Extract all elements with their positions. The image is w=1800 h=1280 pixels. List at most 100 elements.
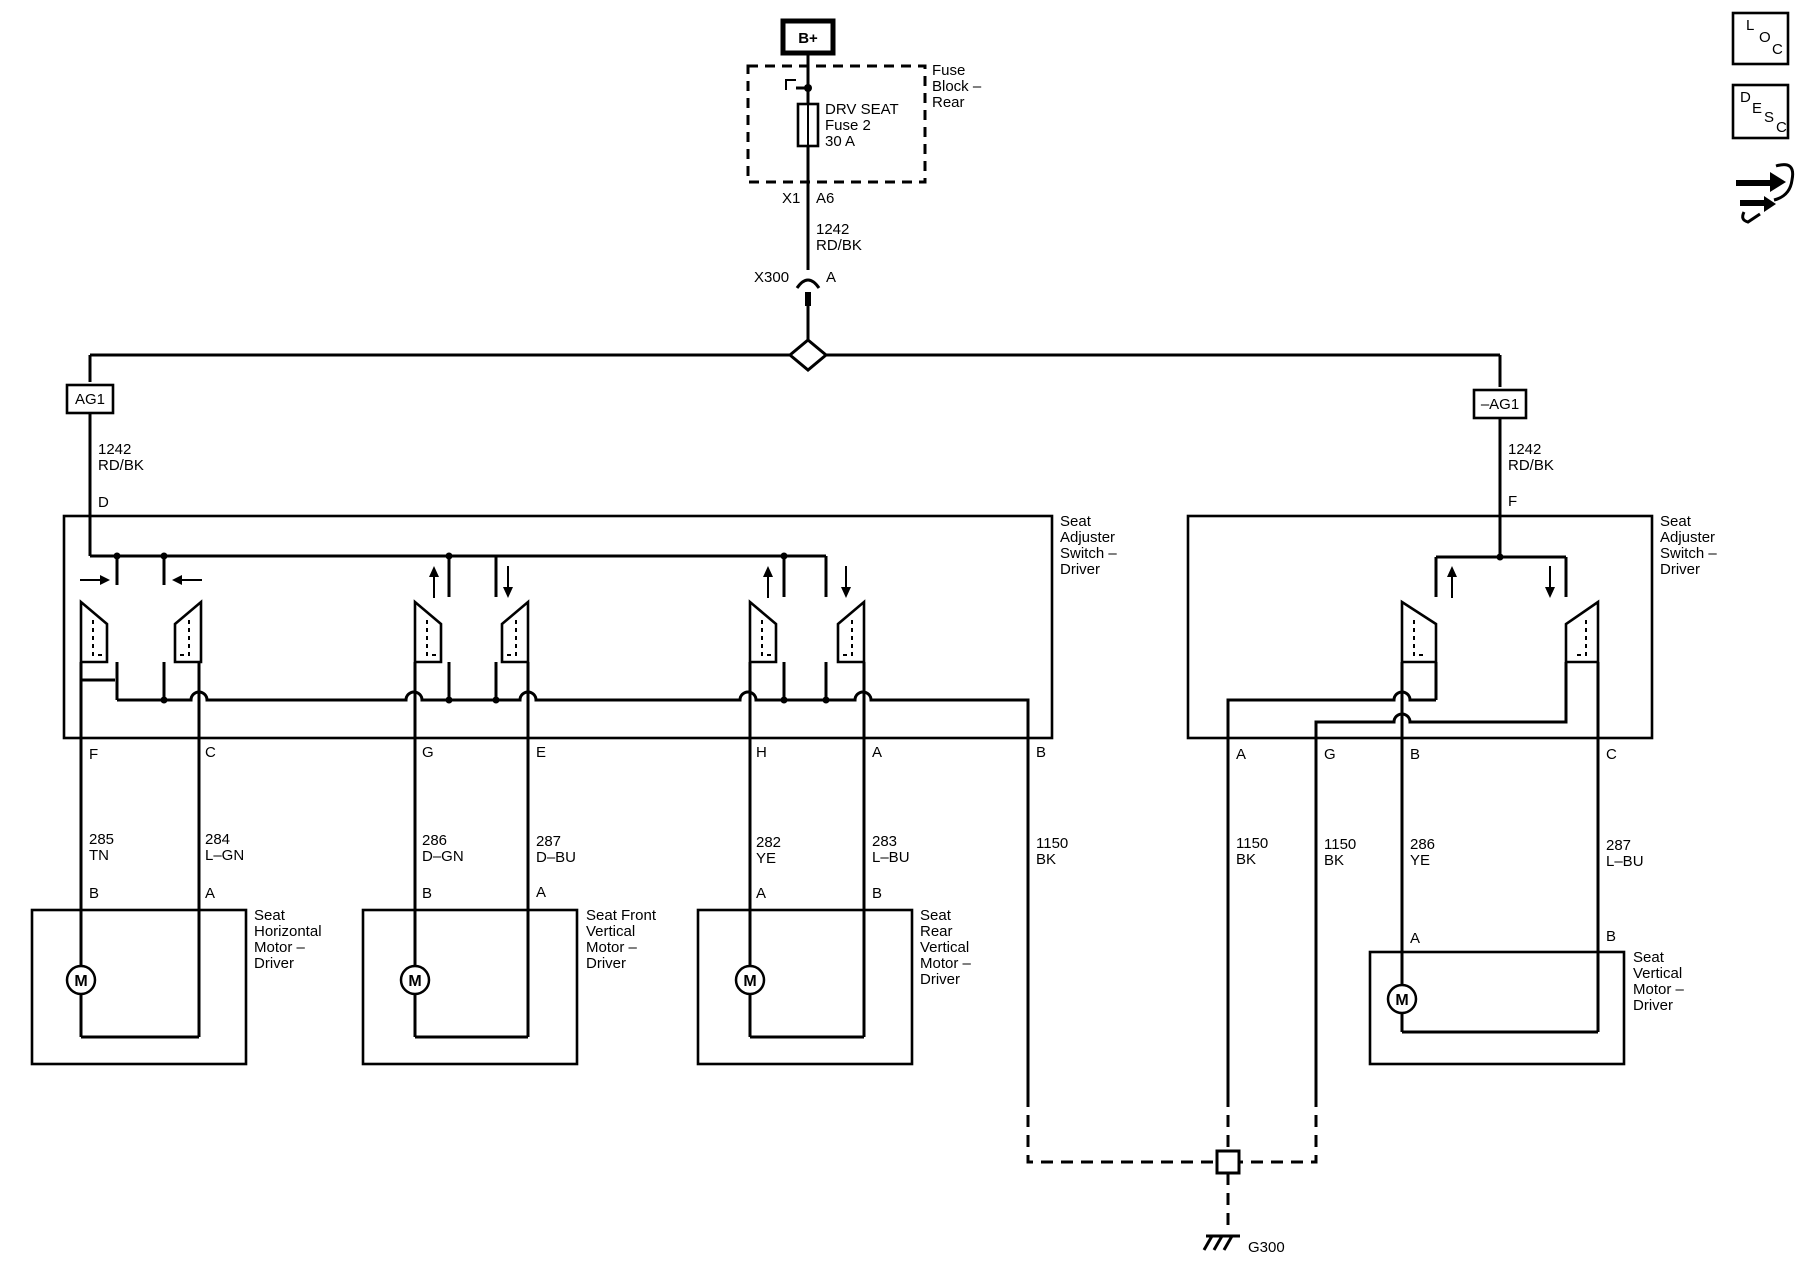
switch-contact-front-up <box>413 599 443 664</box>
switch-contact-front-down <box>500 599 530 664</box>
svg-text:Motor –: Motor – <box>1633 981 1685 998</box>
motor-vertical-pin-b: B <box>1606 928 1616 945</box>
svg-text:C: C <box>1776 119 1787 136</box>
motor-front-pin-b: B <box>422 885 432 902</box>
switch-contact-vertical-down <box>1564 599 1600 664</box>
motor-icon <box>734 964 766 996</box>
svg-text:30 A: 30 A <box>825 133 855 150</box>
svg-text:C: C <box>1772 41 1783 58</box>
svg-text:Seat: Seat <box>1633 949 1665 966</box>
wire-283-circuit: 283 <box>872 833 897 850</box>
svg-text:Vertical: Vertical <box>920 939 969 956</box>
svg-text:M: M <box>743 973 756 990</box>
left-feed-pin: D <box>98 494 109 511</box>
seat-adjuster-switch-left <box>62 514 1054 740</box>
description-icon[interactable]: D E S C <box>1731 83 1790 140</box>
right-feed-pin: F <box>1508 493 1517 510</box>
switch-left-pin-a: A <box>872 744 882 761</box>
svg-text:Switch –: Switch – <box>1660 545 1717 562</box>
svg-text:S: S <box>1764 109 1774 126</box>
right-feed-circuit: 1242 <box>1508 441 1541 458</box>
svg-text:E: E <box>1752 100 1762 117</box>
fuse-conn-a6: A6 <box>816 190 834 207</box>
arrow-down-icon <box>1545 566 1555 598</box>
motor-box-horizontal <box>30 908 248 1066</box>
inline-connector-x300 <box>795 278 821 306</box>
svg-text:Adjuster: Adjuster <box>1060 529 1115 546</box>
inline-connector-name: X300 <box>754 269 789 286</box>
wire-287-lbu-color: L–BU <box>1606 853 1644 870</box>
ground-label: G300 <box>1248 1239 1285 1256</box>
switch-contact-rear-down <box>836 599 866 664</box>
wire-286-ye-circuit: 286 <box>1410 836 1435 853</box>
svg-text:Seat: Seat <box>1660 513 1692 530</box>
svg-text:Seat: Seat <box>920 907 952 924</box>
switch-left-pin-f: F <box>89 746 98 763</box>
svg-text:Driver: Driver <box>1633 997 1673 1014</box>
wire-1150-right-circuit: 1150 <box>1324 836 1356 853</box>
wire-286-color: D–GN <box>422 848 464 865</box>
wire-287-lbu-circuit: 287 <box>1606 837 1631 854</box>
svg-text:Driver: Driver <box>586 955 626 972</box>
svg-text:Driver: Driver <box>1660 561 1700 578</box>
fuse-block-title: Fuse Block – Rear <box>932 62 982 111</box>
wire-283-color: L–BU <box>872 849 910 866</box>
wire-284-circuit: 284 <box>205 831 230 848</box>
switch-left-title: Seat Adjuster Switch – Driver <box>1060 513 1117 578</box>
motor-icon <box>65 964 97 996</box>
arrow-down-icon <box>841 566 851 598</box>
switch-contact-horizontal-fwd <box>79 599 109 664</box>
svg-text:AG1: AG1 <box>75 391 105 408</box>
option-tag-not-ag1: –AG1 <box>1472 388 1528 420</box>
switch-right-pin-c: C <box>1606 746 1617 763</box>
fuse-block-outline <box>746 64 927 184</box>
fuse-label: DRV SEAT Fuse 2 30 A <box>825 101 899 150</box>
connector-repair-icon[interactable] <box>1736 163 1795 224</box>
switch-contact-rear-up <box>748 599 778 664</box>
motor-vertical-title: Seat Vertical Motor – Driver <box>1633 949 1685 1014</box>
motor-box-vertical <box>1368 950 1626 1066</box>
motor-icon <box>1386 983 1418 1015</box>
arrow-up-icon <box>1447 566 1457 598</box>
switch-left-pin-c: C <box>205 744 216 761</box>
arrow-up-icon <box>763 566 773 598</box>
svg-text:O: O <box>1759 29 1771 46</box>
svg-text:Motor –: Motor – <box>586 939 638 956</box>
svg-text:Rear: Rear <box>920 923 953 940</box>
switch-right-pin-g: G <box>1324 746 1336 763</box>
svg-text:Fuse: Fuse <box>932 62 965 79</box>
switch-left-pin-g: G <box>422 744 434 761</box>
svg-text:Driver: Driver <box>1060 561 1100 578</box>
right-feed-color: RD/BK <box>1508 457 1554 474</box>
svg-text:M: M <box>74 973 87 990</box>
svg-text:Driver: Driver <box>920 971 960 988</box>
switch-contact-horizontal-rear <box>173 599 203 664</box>
wire-1150-left-circuit: 1150 <box>1036 835 1068 852</box>
svg-text:D: D <box>1740 89 1751 106</box>
switch-right-pin-a: A <box>1236 746 1246 763</box>
switch-contact-vertical-up <box>1400 599 1438 664</box>
motor-horizontal-pin-b: B <box>89 885 99 902</box>
wire-286-ye-color: YE <box>1410 852 1430 869</box>
feed-wire-color: RD/BK <box>816 237 862 254</box>
svg-text:Vertical: Vertical <box>1633 965 1682 982</box>
svg-text:Vertical: Vertical <box>586 923 635 940</box>
wire-282-circuit: 282 <box>756 834 781 851</box>
arrow-left-icon <box>172 575 202 585</box>
svg-text:M: M <box>408 973 421 990</box>
switch-right-title: Seat Adjuster Switch – Driver <box>1660 513 1717 578</box>
feed-wire-circuit: 1242 <box>816 221 849 238</box>
svg-text:L: L <box>1746 17 1754 34</box>
svg-text:Fuse 2: Fuse 2 <box>825 117 871 134</box>
motor-rear-pin-a: A <box>756 885 766 902</box>
ground-splice <box>1215 1149 1241 1175</box>
battery-supply: B+ <box>780 18 836 56</box>
splice-diamond <box>787 338 829 372</box>
arrow-down-icon <box>503 566 513 598</box>
wire-284-color: L–GN <box>205 847 244 864</box>
svg-text:Switch –: Switch – <box>1060 545 1117 562</box>
svg-text:Seat Front: Seat Front <box>586 907 657 924</box>
location-icon[interactable]: L O C <box>1731 11 1790 66</box>
option-tag-ag1: AG1 <box>65 383 115 415</box>
